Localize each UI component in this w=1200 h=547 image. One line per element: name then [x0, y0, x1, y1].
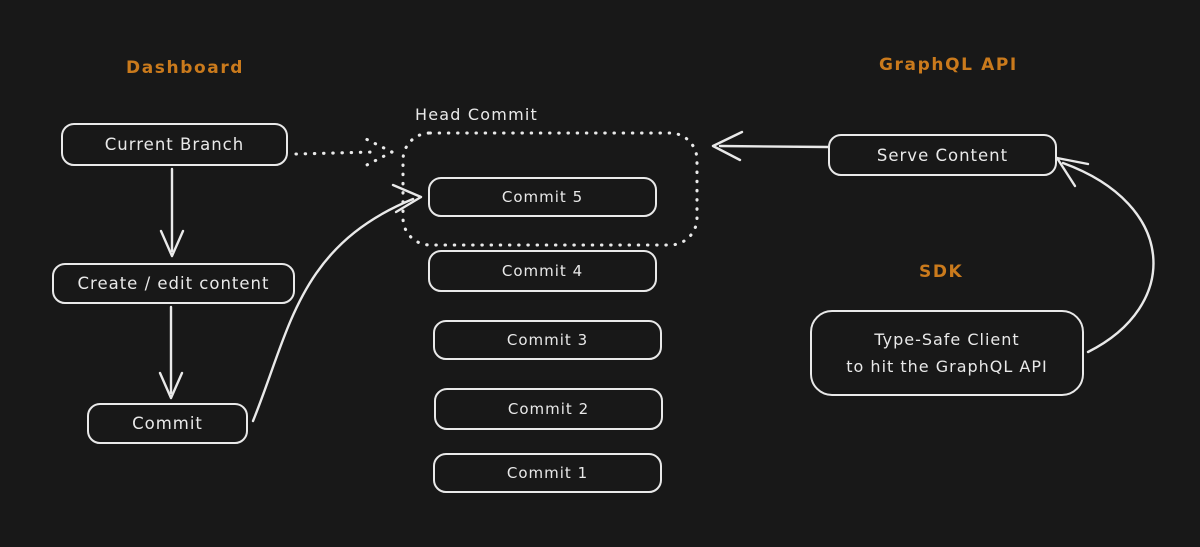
edge-current-branch-to-head-commit — [294, 150, 376, 156]
edge-serve-content-arrowhead — [1055, 156, 1090, 188]
edge-sdk-to-serve-content — [1061, 161, 1155, 354]
edge-commit-arrowhead — [158, 371, 184, 400]
node-commit-3: Commit 3 — [433, 320, 662, 360]
edge-commit-to-commit-5 — [251, 197, 415, 423]
node-type-safe-client: Type-Safe Client to hit the GraphQL API — [810, 310, 1084, 396]
head-commit-label: Head Commit — [415, 105, 538, 124]
node-commit: Commit — [87, 403, 248, 444]
node-create-edit-content: Create / edit content — [52, 263, 295, 304]
type-safe-client-line1: Type-Safe Client — [874, 330, 1020, 349]
edge-current-branch-arrowhead — [360, 135, 394, 169]
edge-head-commit-arrowhead — [711, 130, 744, 162]
section-label-sdk: SDK — [919, 262, 964, 282]
section-label-graphql-api: GraphQL API — [879, 55, 1018, 75]
node-commit-5: Commit 5 — [428, 177, 657, 217]
type-safe-client-line2: to hit the GraphQL API — [846, 357, 1048, 376]
node-commit-4: Commit 4 — [428, 250, 657, 292]
edge-serve-content-to-head-commit — [718, 144, 830, 149]
edge-create-edit-arrowhead — [159, 229, 185, 258]
node-current-branch: Current Branch — [61, 123, 288, 166]
edge-commit-5-arrowhead — [391, 183, 423, 214]
node-commit-1: Commit 1 — [433, 453, 662, 493]
section-label-dashboard: Dashboard — [126, 58, 245, 78]
head-commit-dotted-container — [401, 131, 699, 247]
node-serve-content: Serve Content — [828, 134, 1057, 176]
node-commit-2: Commit 2 — [434, 388, 663, 430]
